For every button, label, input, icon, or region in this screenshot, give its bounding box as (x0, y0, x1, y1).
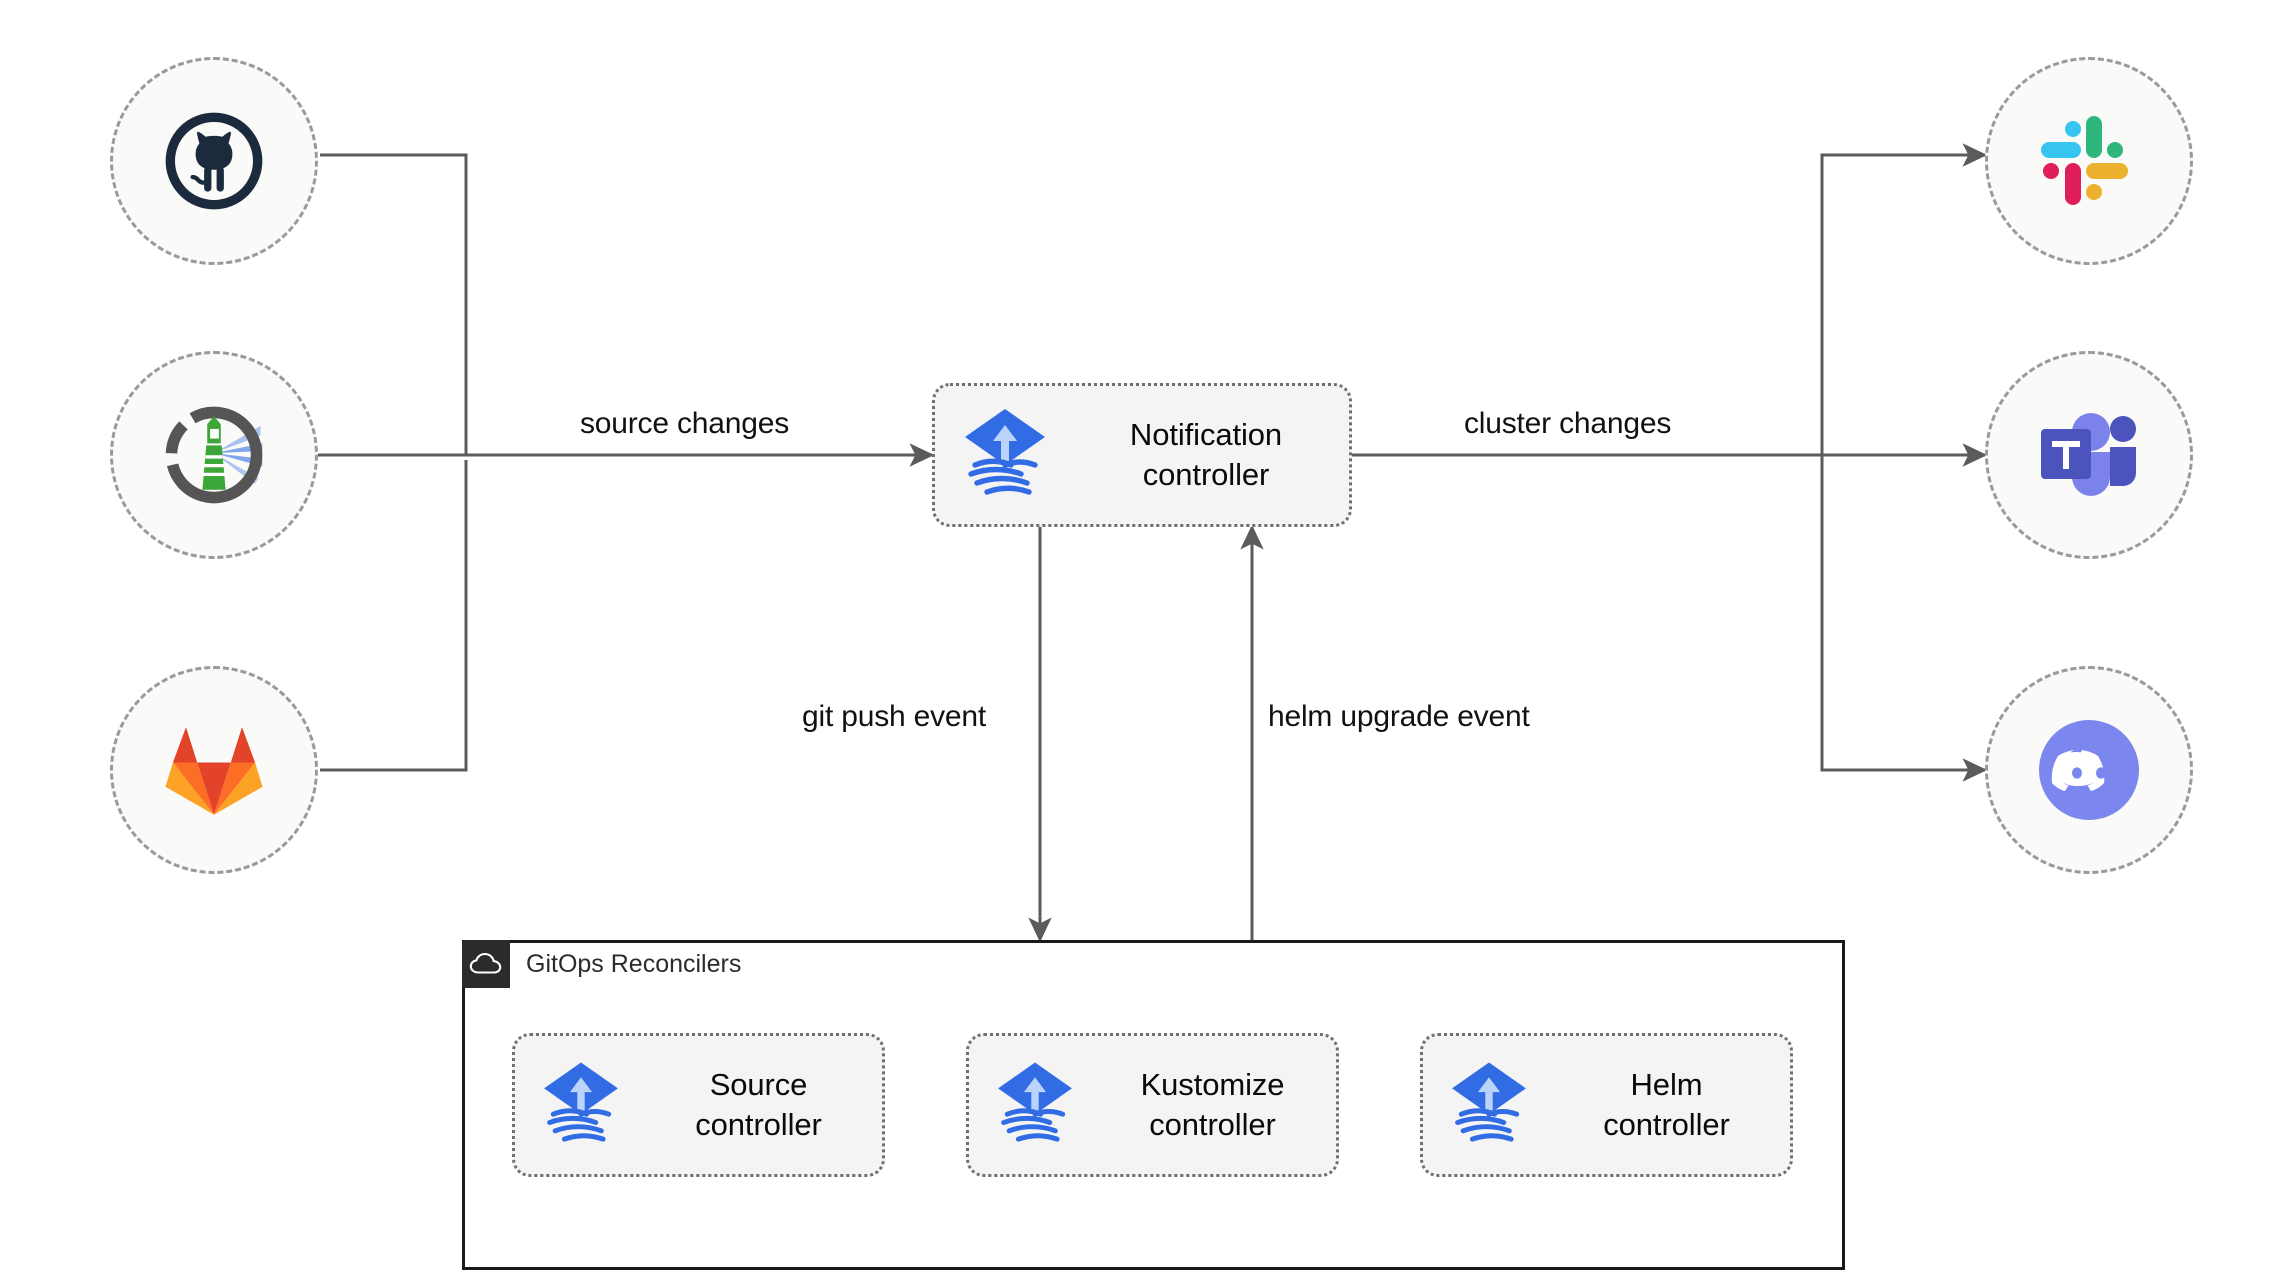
source-node-github[interactable] (110, 57, 318, 265)
helm-controller-node[interactable]: Helm controller (1420, 1033, 1793, 1177)
edge-github-to-bus (320, 153, 468, 455)
target-node-teams[interactable] (1985, 351, 2193, 559)
slack-icon (2041, 116, 2128, 205)
source-controller-label: Source controller (695, 1067, 822, 1142)
target-node-discord[interactable] (1985, 666, 2193, 874)
edge-label-cluster-changes: cluster changes (1464, 407, 1672, 440)
notification-controller-label: Notification controller (1129, 417, 1283, 492)
source-controller-node[interactable]: Source controller (512, 1033, 885, 1177)
github-icon (165, 112, 263, 210)
gitlab-icon (165, 727, 263, 815)
group-header: GitOps Reconcilers (462, 940, 741, 988)
kustomize-controller-node[interactable]: Kustomize controller (966, 1033, 1339, 1177)
group-title: GitOps Reconcilers (526, 949, 742, 978)
edge-bus-to-slack (1820, 143, 1988, 455)
edge-label-source-changes: source changes (580, 407, 790, 440)
flux-lighthouse-icon (165, 406, 263, 504)
flux-controller-icon (998, 1062, 1072, 1142)
flux-controller-icon (544, 1062, 618, 1142)
notification-controller-node[interactable]: Notification controller (932, 383, 1352, 527)
cloud-icon (462, 940, 510, 988)
source-node-flux[interactable] (110, 351, 318, 559)
edge-label-git-push-event: git push event (802, 700, 986, 733)
edge-label-helm-upgrade-event: helm upgrade event (1268, 700, 1530, 733)
target-node-slack[interactable] (1985, 57, 2193, 265)
flux-controller-icon (965, 409, 1045, 495)
ms-teams-icon (2041, 413, 2136, 496)
flux-controller-icon (1452, 1062, 1526, 1142)
source-node-gitlab[interactable] (110, 666, 318, 874)
kustomize-controller-label: Kustomize controller (1140, 1067, 1285, 1142)
discord-icon (2039, 720, 2139, 820)
edge-bus-to-discord (1820, 455, 1988, 782)
helm-controller-label: Helm controller (1603, 1067, 1730, 1142)
edge-gitlab-to-bus (320, 460, 468, 772)
